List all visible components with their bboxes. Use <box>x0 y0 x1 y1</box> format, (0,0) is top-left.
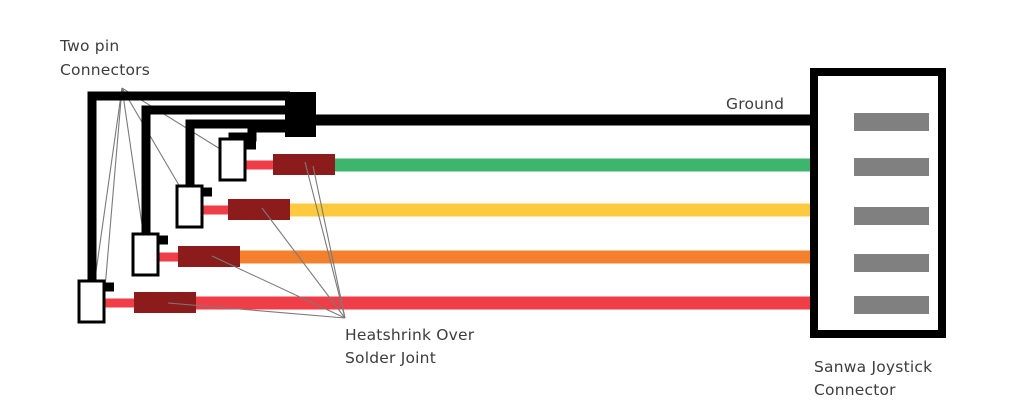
green-wire-row <box>243 154 818 175</box>
ground-label: Ground <box>726 95 784 113</box>
heatshrink-green <box>273 154 335 175</box>
ground-branch-4 <box>87 91 290 300</box>
heatshrink-orange <box>178 246 240 267</box>
two-pin-connector-4 <box>77 279 106 324</box>
sanwa-pin-5 <box>854 296 929 314</box>
heatshrink-label-line2: Solder Joint <box>345 349 436 367</box>
sanwa-pin-2 <box>854 158 929 176</box>
sanwa-pin-4 <box>854 254 929 272</box>
black-wire-routing <box>87 91 290 300</box>
yellow-wire-row <box>200 199 818 220</box>
two-pin-connector-1 <box>218 137 247 182</box>
two-pin-connector-2 <box>175 184 204 229</box>
sanwa-connector-label-line2: Connector <box>814 381 896 399</box>
sanwa-pin-3 <box>854 207 929 225</box>
red-wire-row <box>102 292 818 313</box>
heatshrink-yellow <box>228 199 290 220</box>
heatshrink-label-line1: Heatshrink Over <box>345 326 475 344</box>
ground-branch-3 <box>141 105 290 252</box>
heatshrink-red <box>134 292 196 313</box>
two-pin-connectors-label-line2: Connectors <box>60 61 150 79</box>
two-pin-connector-3 <box>131 232 160 277</box>
sanwa-joystick-connector[interactable] <box>810 68 946 338</box>
sanwa-connector-body <box>810 68 946 338</box>
two-pin-connector-boxes <box>77 137 247 324</box>
sanwa-connector-label-line1: Sanwa Joystick <box>814 358 932 376</box>
orange-wire-row <box>155 246 818 267</box>
leader-lines-heatshrink <box>167 161 346 319</box>
sanwa-pin-1 <box>854 113 929 131</box>
two-pin-connectors-label-line1: Two pin <box>59 37 119 55</box>
